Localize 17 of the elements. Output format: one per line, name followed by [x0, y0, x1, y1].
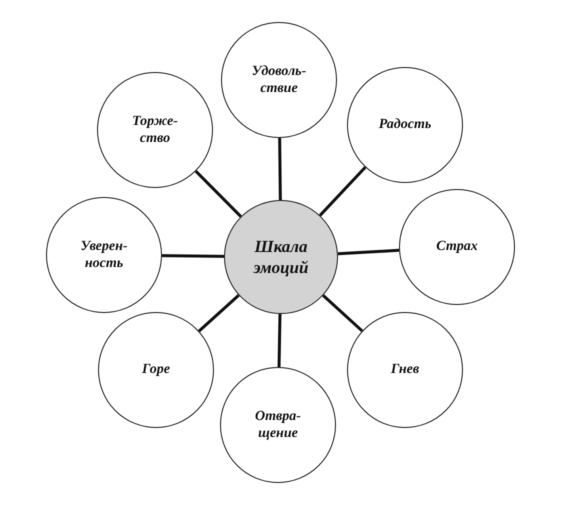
emotion-label: Шкала эмоций — [252, 236, 310, 278]
emotion-label: Гнев — [390, 361, 420, 379]
emotion-label: Отвра-щение — [254, 408, 302, 442]
emotion-label: Торже-ство — [131, 112, 179, 148]
connector-line — [278, 138, 282, 200]
emotion-label: Удоволь-ствие — [250, 62, 308, 98]
connector-line — [194, 170, 242, 218]
connector-line — [162, 254, 224, 258]
connector-line — [338, 248, 400, 256]
emotion-label: Горе — [142, 361, 170, 379]
connector-line — [198, 294, 240, 332]
emotion-label: Страх — [436, 238, 478, 256]
connector-line — [322, 294, 364, 332]
connector-line — [318, 166, 366, 216]
emotion-label: Уверен-ность — [79, 238, 129, 272]
emotion-label: Радость — [378, 116, 432, 134]
connector-line — [278, 314, 282, 368]
